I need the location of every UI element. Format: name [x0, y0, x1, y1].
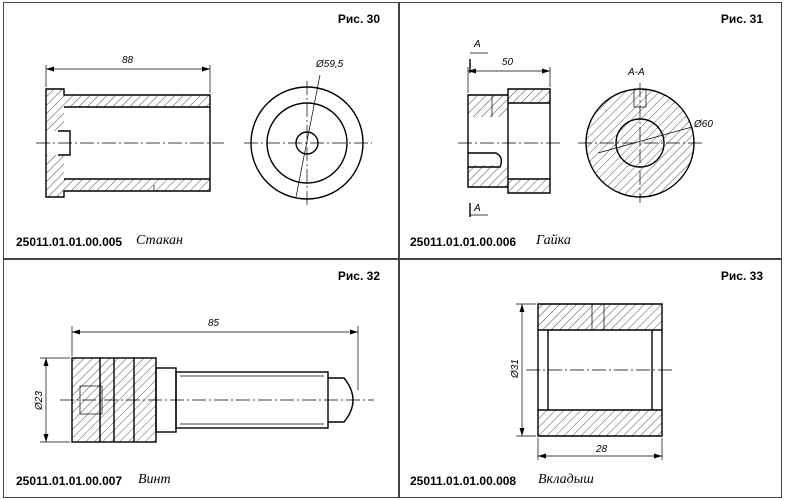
panel-fig-32: Рис. 32 85 Ø23	[3, 259, 399, 498]
dim-diameter: Ø23	[34, 391, 45, 411]
section-label: А-А	[627, 67, 645, 78]
stakan-wall-bottom	[64, 179, 210, 191]
stakan-wall-top	[64, 95, 210, 107]
part-code: 25011.01.01.00.005	[16, 235, 123, 249]
panel-fig-33: Рис. 33 Ø31 28 25011.01.01.00.008	[399, 259, 782, 498]
drawing-vint: 85 Ø23	[34, 318, 374, 443]
figure-number: Рис. 30	[337, 12, 380, 26]
dim-line-diameter	[295, 74, 321, 198]
part-code: 25011.01.01.00.007	[16, 474, 123, 488]
dim-length: 85	[208, 318, 220, 329]
cut-label-top: А	[473, 39, 481, 50]
panel-fig-31: Рис. 31 А А 50	[399, 2, 782, 259]
part-name: Вкладыш	[538, 472, 594, 487]
dim-diameter: Ø60	[693, 119, 713, 130]
figure-number: Рис. 32	[337, 269, 380, 283]
drawing-gaika: А А 50 А-А	[458, 39, 713, 217]
part-code: 25011.01.01.00.006	[410, 235, 517, 249]
stakan-flange-top	[46, 89, 64, 131]
drawing-stakan: 88 Ø59,5	[36, 55, 372, 205]
part-name: Гайка	[536, 233, 571, 248]
panel-fig-30: Рис. 30 88	[3, 2, 399, 259]
part-code: 25011.01.01.00.008	[410, 474, 517, 488]
dim-length: 50	[502, 57, 514, 68]
dim-diameter: Ø31	[510, 359, 521, 379]
figure-number: Рис. 33	[720, 269, 763, 283]
part-name: Стакан	[136, 233, 183, 248]
figure-number: Рис. 31	[720, 12, 763, 26]
drawing-vkladysh: Ø31 28	[510, 303, 674, 460]
part-name: Винт	[138, 472, 171, 487]
dim-length: 28	[595, 444, 608, 455]
stakan-flange-bottom	[46, 155, 64, 197]
cut-label-bottom: А	[473, 203, 481, 214]
dim-length: 88	[122, 55, 134, 66]
dim-diameter: Ø59,5	[315, 59, 344, 70]
